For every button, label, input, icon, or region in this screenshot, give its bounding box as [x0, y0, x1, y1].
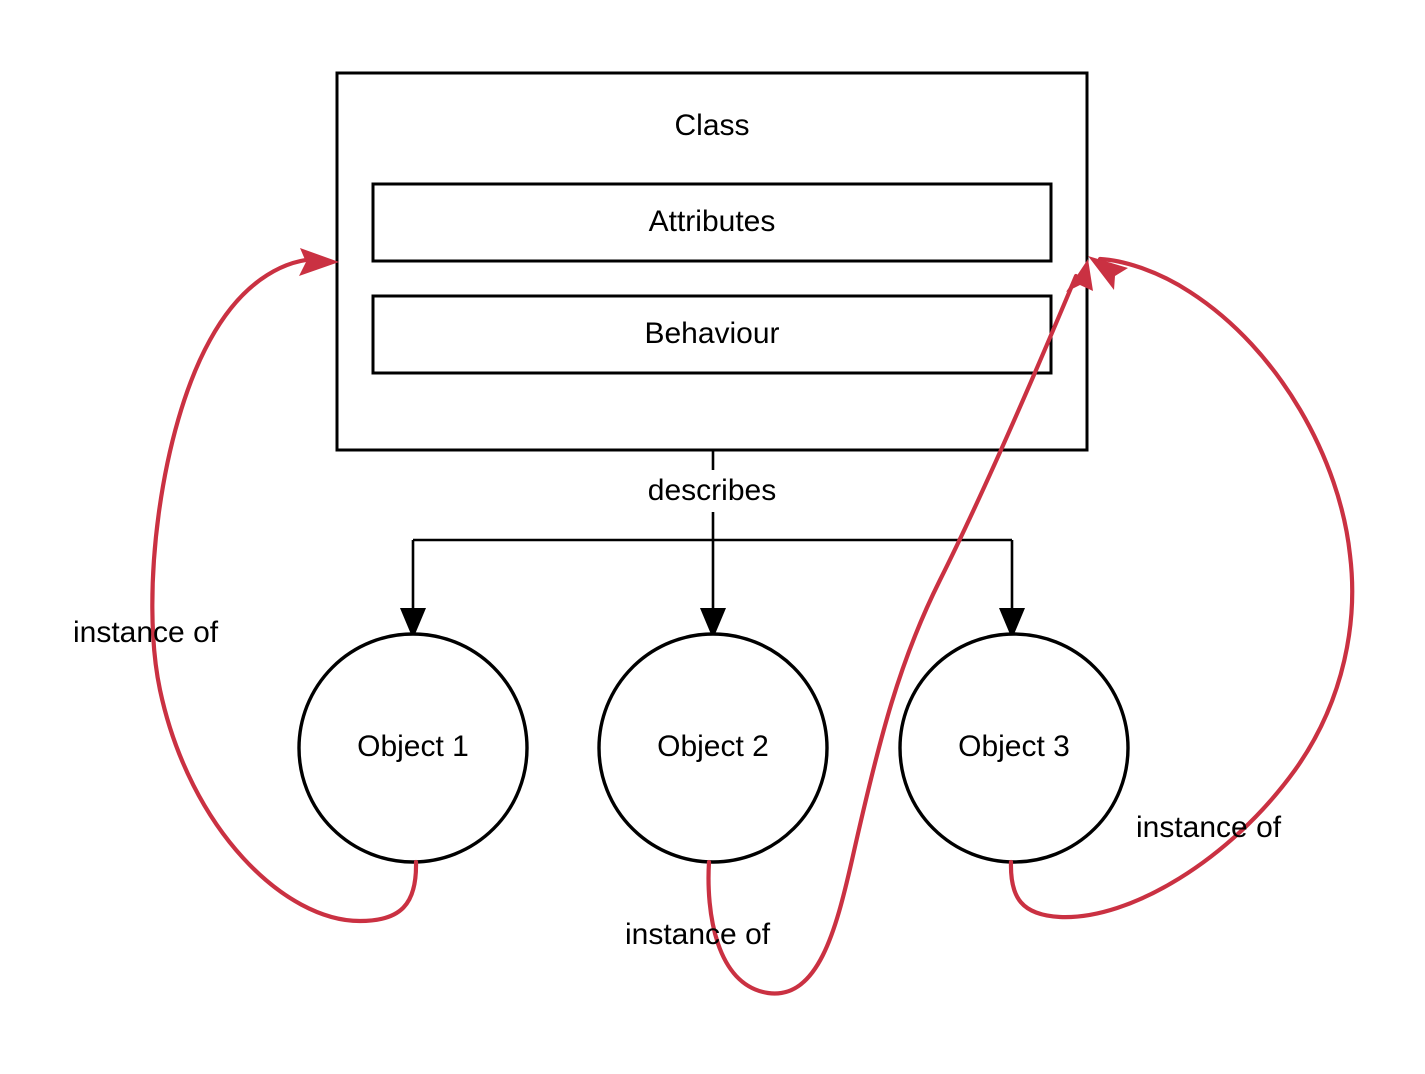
instance-of-curve-object-1[interactable] — [150, 256, 419, 924]
instance-of-curve-object-3[interactable] — [1008, 256, 1355, 920]
object-label-1: Object 1 — [357, 730, 469, 763]
arrowhead-object-3-icon — [999, 608, 1025, 639]
describes-label: describes — [648, 474, 776, 507]
instance-of-label-left: instance of — [73, 616, 219, 649]
behaviour-compartment[interactable] — [371, 294, 1053, 375]
attributes-label: Attributes — [649, 205, 776, 238]
object-node-2[interactable] — [597, 632, 829, 864]
instance-of-label-bottom: instance of — [625, 918, 771, 951]
instance-of-arrowhead-center-icon — [1066, 259, 1093, 292]
instance-of-arrowhead-left-icon — [299, 248, 339, 276]
instance-of-arrowhead-right-icon — [1088, 256, 1128, 290]
class-name-label: Class — [674, 109, 749, 142]
instance-of-curve-object-2[interactable] — [706, 273, 1079, 996]
object-label-3: Object 3 — [958, 730, 1070, 763]
object-node-3[interactable] — [898, 632, 1130, 864]
object-node-1[interactable] — [297, 632, 529, 864]
behaviour-label: Behaviour — [644, 317, 779, 350]
attributes-compartment[interactable] — [371, 182, 1053, 263]
object-label-2: Object 2 — [657, 730, 769, 763]
instance-of-label-right: instance of — [1136, 811, 1282, 844]
arrowhead-object-2-icon — [700, 608, 726, 639]
arrowhead-object-1-icon — [400, 608, 426, 639]
